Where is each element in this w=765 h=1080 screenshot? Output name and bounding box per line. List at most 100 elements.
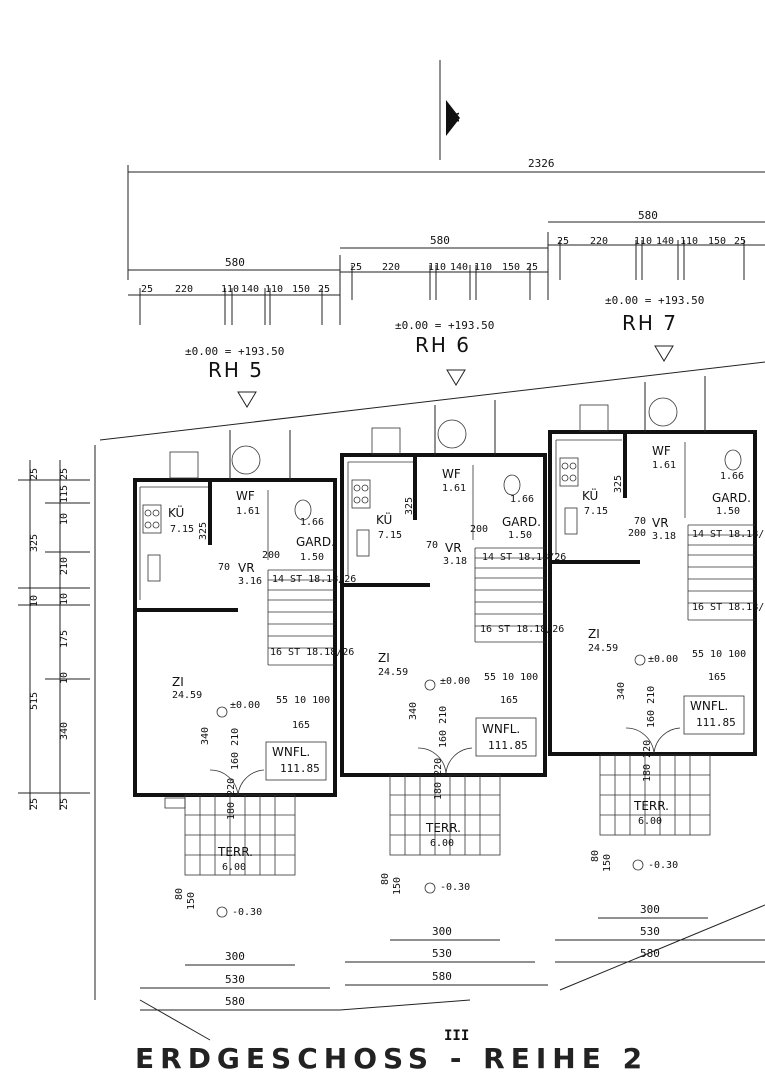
rh6-stairs <box>474 547 545 643</box>
house-rh6: 580 25 220 110 140 110 150 25 ±0.00 = +1… <box>340 232 566 986</box>
rh7-seg-6: 150 <box>708 236 726 247</box>
rh7-door-dims: 160 210 <box>646 686 657 728</box>
left-dim-outer-5: 25 <box>29 798 40 810</box>
rh7-wc-area: 1.66 <box>720 471 744 482</box>
rh7-d-200: 200 <box>628 528 646 539</box>
rh5-terr-area: 6.00 <box>222 862 246 873</box>
rh6-terrace-level: -0.30 <box>440 882 470 893</box>
rh7-bottom-530: 530 <box>640 925 660 938</box>
rh7-d-150: 150 <box>602 854 613 872</box>
rh6-wnfl-area: 111.85 <box>488 739 528 752</box>
rh6-kue-label: KÜ <box>376 511 392 527</box>
rh7-d-165: 165 <box>708 672 726 683</box>
rh7-wf-area: 1.61 <box>652 460 676 471</box>
left-dim-inner-6: 175 <box>59 630 70 648</box>
rh6-terr-label: TERR. <box>425 821 461 835</box>
rh6-seg-2: 220 <box>382 262 400 273</box>
left-dim-outer-3: 10 <box>29 595 40 607</box>
rh5-zi-label: ZI <box>172 675 184 689</box>
overall-width-label: 2326 <box>528 157 555 170</box>
left-dim-inner-5: 10 <box>59 593 70 605</box>
left-dim-inner-4: 210 <box>59 557 70 575</box>
rh7-d-80: 80 <box>590 850 601 862</box>
rh6-gard-area: 1.50 <box>508 530 532 541</box>
rh6-level: ±0.00 = +193.50 <box>395 319 494 332</box>
rh5-bottom-530: 530 <box>225 973 245 986</box>
rh6-zi-area: 24.59 <box>378 667 408 678</box>
rh7-gard-label: GARD. <box>712 491 751 505</box>
rh7-zi-label: ZI <box>588 627 600 641</box>
footer-title: ERDGESCHOSS - REIHE 2 <box>135 1042 648 1075</box>
rh7-d-325: 325 <box>613 475 624 493</box>
rh7-seg-2: 220 <box>590 236 608 247</box>
left-dim-inner-2: 115 <box>59 485 70 503</box>
left-dim-inner-9: 25 <box>59 798 70 810</box>
rh7-stairs-upper: 14 ST 18.18/26 <box>692 529 765 540</box>
footer-marker: III <box>444 1028 469 1044</box>
left-dimensions: 25 325 10 515 25 25 115 10 210 10 175 10… <box>18 460 90 810</box>
rh5-vr-label: VR <box>238 561 255 575</box>
rh5-gard-area: 1.50 <box>300 552 324 563</box>
rh6-door-dims: 160 210 <box>438 706 449 748</box>
rh6-d-340: 340 <box>408 702 419 720</box>
rh6-seg-7: 25 <box>526 262 538 273</box>
rh5-d-80: 80 <box>174 888 185 900</box>
rh7-d-70: 70 <box>634 516 646 527</box>
rh7-terrace-level: -0.30 <box>648 860 678 871</box>
rh6-d-325: 325 <box>404 497 415 515</box>
rh5-wc-area: 1.66 <box>300 517 324 528</box>
rh5-seg-3: 110 <box>221 284 239 295</box>
site-line-5 <box>559 904 765 991</box>
rh5-seg-7: 25 <box>318 284 330 295</box>
left-dim-inner-7: 10 <box>59 672 70 684</box>
rh6-wf-label: WF <box>442 467 461 481</box>
rh6-seg-1: 25 <box>350 262 362 273</box>
rh7-seg-1: 25 <box>557 236 569 247</box>
house-rh5: 580 25 220 110 140 110 150 25 ±0.00 = +1… <box>128 255 356 1011</box>
site-line-4 <box>339 999 471 1011</box>
rh7-vr-label: VR <box>652 516 669 530</box>
rh7-seg-7: 25 <box>734 236 746 247</box>
overall-dimension: 2326 <box>127 157 765 280</box>
rh5-wnfl-label: WNFL. <box>272 745 310 759</box>
rh5-d-55-10-100: 55 10 100 <box>276 695 330 706</box>
rh5-vr-area: 3.16 <box>238 576 262 587</box>
rh7-wf-label: WF <box>652 444 671 458</box>
rh6-wf-area: 1.61 <box>442 483 466 494</box>
rh5-zi-area: 24.59 <box>172 690 202 701</box>
rh6-d-165: 165 <box>500 695 518 706</box>
rh6-terr-area: 6.00 <box>430 838 454 849</box>
rh7-d-340: 340 <box>616 682 627 700</box>
rh7-kue-label: KÜ <box>582 487 598 503</box>
rh6-d-80: 80 <box>380 873 391 885</box>
rh7-seg-5: 110 <box>680 236 698 247</box>
left-dim-outer-1: 25 <box>29 468 40 480</box>
rh7-id: RH 7 <box>622 311 678 335</box>
rh6-module-width: 580 <box>430 234 450 247</box>
rh5-bottom-300: 300 <box>225 950 245 963</box>
rh6-wnfl-label: WNFL. <box>482 722 520 736</box>
rh6-bottom-530: 530 <box>432 947 452 960</box>
rh5-level: ±0.00 = +193.50 <box>185 345 284 358</box>
rh6-id: RH 6 <box>415 333 471 357</box>
rh6-kue-area: 7.15 <box>378 530 402 541</box>
rh6-d-70: 70 <box>426 540 438 551</box>
rh6-seg-5: 110 <box>474 262 492 273</box>
rh5-d-325: 325 <box>198 522 209 540</box>
rh6-bottom-300: 300 <box>432 925 452 938</box>
rh5-seg-4: 140 <box>241 284 259 295</box>
rh7-terr-label: TERR. <box>633 799 669 813</box>
rh5-d-70: 70 <box>218 562 230 573</box>
rh7-level: ±0.00 = +193.50 <box>605 294 704 307</box>
rh6-seg-3: 110 <box>428 262 446 273</box>
rh5-seg-2: 220 <box>175 284 193 295</box>
rh7-seg-4: 140 <box>656 236 674 247</box>
left-dim-outer-4: 515 <box>29 692 40 710</box>
rh7-vr-area: 3.18 <box>652 531 676 542</box>
rh7-d-180-220: 180 220 <box>642 740 653 782</box>
rh6-seg-4: 140 <box>450 262 468 273</box>
rh7-wnfl-label: WNFL. <box>690 699 728 713</box>
house-rh7: 580 25 220 110 140 110 150 25 ±0.00 = +1… <box>548 209 765 963</box>
rh5-wf-area: 1.61 <box>236 506 260 517</box>
